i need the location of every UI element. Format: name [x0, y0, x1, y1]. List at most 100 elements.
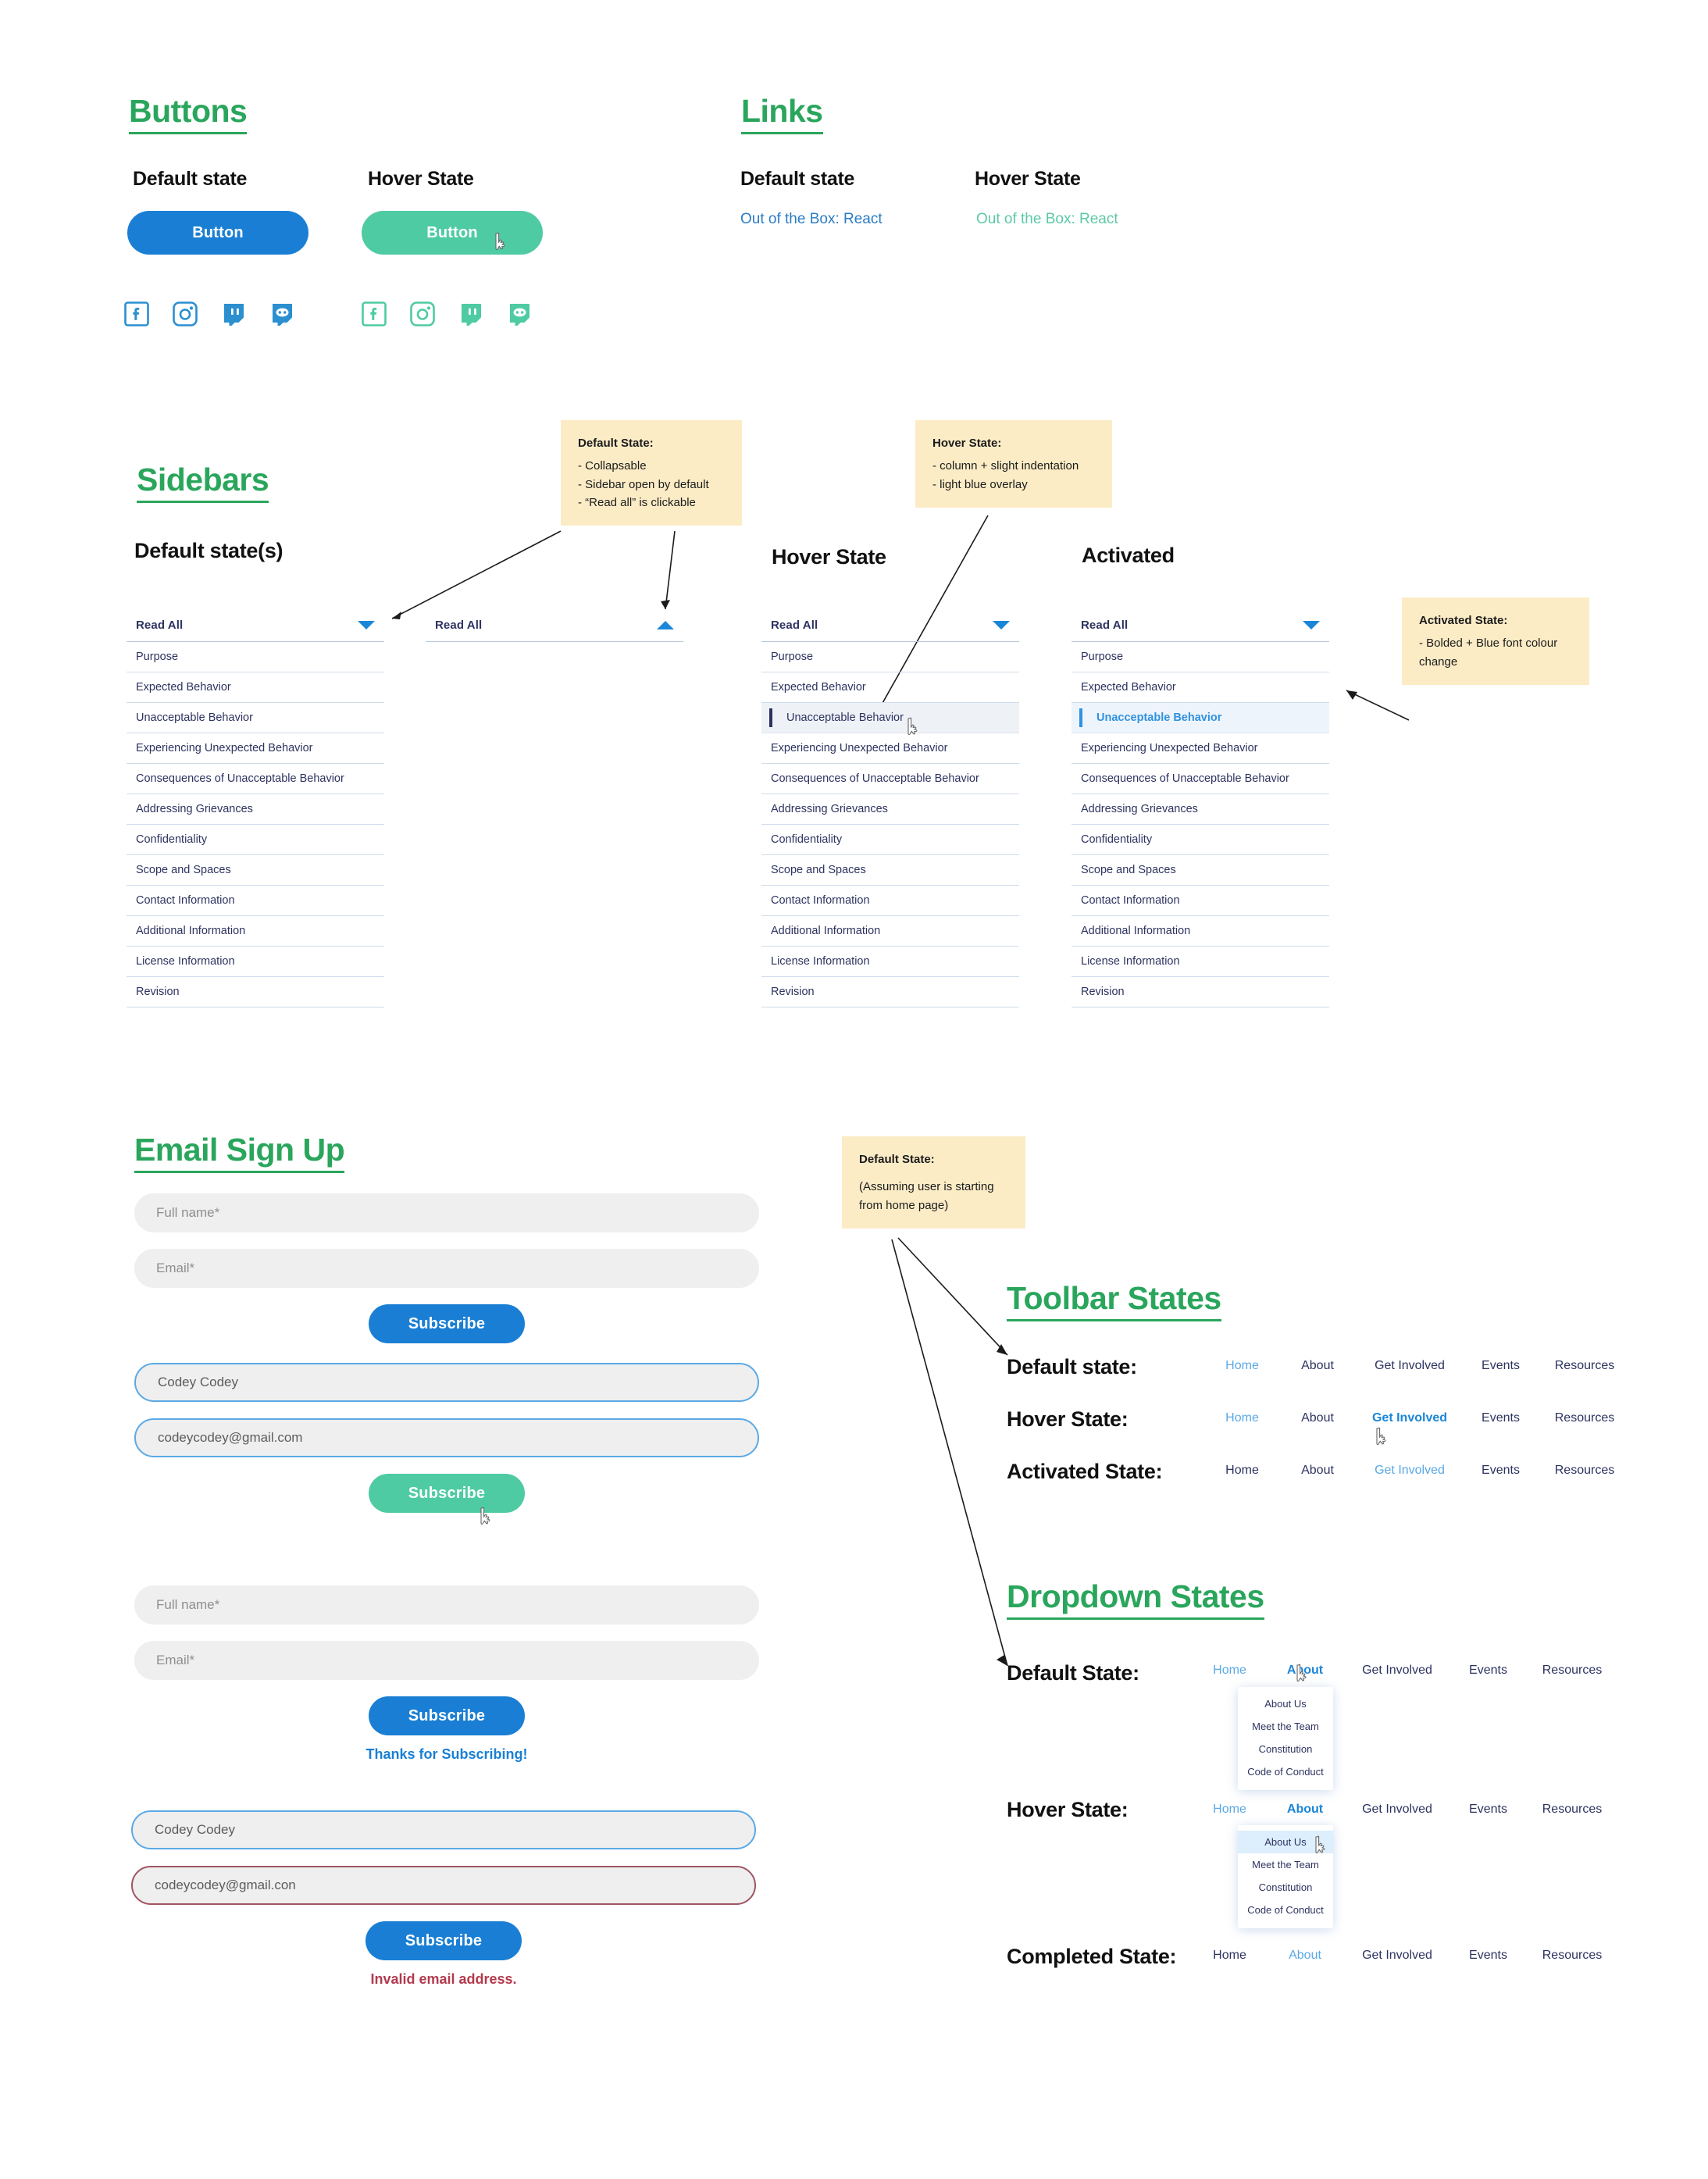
- nav-item-resources[interactable]: Resources: [1542, 1803, 1603, 1816]
- nav-item-about[interactable]: About: [1301, 1411, 1334, 1425]
- sidebar-item-license-information[interactable]: License Information: [1072, 947, 1329, 977]
- sidebar-default-collapsed[interactable]: Read All: [426, 611, 683, 642]
- sidebar-item-license-information[interactable]: License Information: [127, 947, 384, 977]
- chevron-down-icon[interactable]: [1303, 621, 1320, 629]
- nav-item-resources[interactable]: Resources: [1554, 1464, 1615, 1477]
- nav-item-resources[interactable]: Resources: [1542, 1949, 1603, 1962]
- twitch-icon[interactable]: [458, 301, 484, 327]
- email-form-success[interactable]: Full name* Email* Subscribe Thanks for S…: [134, 1585, 759, 1763]
- nav-item-get-involved[interactable]: Get Involved: [1362, 1664, 1432, 1677]
- nav-item-about[interactable]: About: [1286, 1664, 1324, 1677]
- sidebar-item-addressing-grievances[interactable]: Addressing Grievances: [127, 794, 384, 825]
- sidebar-item-scope-and-spaces[interactable]: Scope and Spaces: [1072, 855, 1329, 886]
- full-name-input[interactable]: Codey Codey: [131, 1810, 756, 1849]
- nav-item-resources[interactable]: Resources: [1554, 1359, 1615, 1372]
- discord-icon[interactable]: [269, 301, 295, 327]
- social-icons-hover[interactable]: [361, 301, 533, 327]
- sidebar-item-confidentiality[interactable]: Confidentiality: [1072, 825, 1329, 855]
- sidebar-item-additional-information[interactable]: Additional Information: [761, 916, 1019, 947]
- sidebar-read-all-header[interactable]: Read All: [426, 611, 683, 642]
- nav-item-about[interactable]: About: [1301, 1359, 1334, 1372]
- sidebar-item-revision[interactable]: Revision: [761, 977, 1019, 1007]
- nav-item-get-involved[interactable]: Get Involved: [1362, 1949, 1432, 1962]
- nav-item-get-involved[interactable]: Get Involved: [1375, 1359, 1445, 1372]
- nav-item-home[interactable]: Home: [1225, 1411, 1259, 1425]
- sidebar-read-all-header[interactable]: Read All: [761, 611, 1019, 642]
- sidebar-item-contact-information[interactable]: Contact Information: [127, 886, 384, 916]
- nav-item-home[interactable]: Home: [1225, 1359, 1259, 1372]
- nav-item-about[interactable]: About: [1301, 1464, 1334, 1477]
- email-input[interactable]: Email*: [134, 1249, 759, 1288]
- sidebar-item-confidentiality[interactable]: Confidentiality: [127, 825, 384, 855]
- nav-item-home[interactable]: Home: [1213, 1949, 1246, 1962]
- facebook-icon[interactable]: [123, 301, 150, 327]
- facebook-icon[interactable]: [361, 301, 387, 327]
- sidebar-item-unacceptable-behavior[interactable]: Unacceptable Behavior: [1072, 703, 1329, 733]
- sidebar-item-expected-behavior[interactable]: Expected Behavior: [761, 672, 1019, 703]
- chevron-down-icon[interactable]: [358, 621, 375, 629]
- sidebar-item-license-information[interactable]: License Information: [761, 947, 1019, 977]
- full-name-input[interactable]: Full name*: [134, 1585, 759, 1624]
- full-name-input[interactable]: Codey Codey: [134, 1363, 759, 1402]
- instagram-icon[interactable]: [172, 301, 198, 327]
- subscribe-button[interactable]: Subscribe: [365, 1921, 522, 1960]
- email-input[interactable]: Email*: [134, 1641, 759, 1680]
- dropdown-item-about-us[interactable]: About Us: [1238, 1831, 1333, 1853]
- subscribe-button[interactable]: Subscribe: [369, 1696, 525, 1735]
- twitch-icon[interactable]: [220, 301, 247, 327]
- nav-item-resources[interactable]: Resources: [1542, 1664, 1603, 1677]
- chevron-down-icon[interactable]: [993, 621, 1010, 629]
- email-form-default[interactable]: Full name* Email* Subscribe: [134, 1193, 759, 1343]
- instagram-icon[interactable]: [409, 301, 436, 327]
- nav-item-get-involved[interactable]: Get Involved: [1362, 1803, 1432, 1816]
- nav-item-resources[interactable]: Resources: [1554, 1411, 1615, 1425]
- social-icons-default[interactable]: [123, 301, 295, 327]
- sidebar-item-revision[interactable]: Revision: [127, 977, 384, 1007]
- discord-icon[interactable]: [506, 301, 533, 327]
- dropdown-nav-default[interactable]: Home About Get Involved Events Resources: [1200, 1664, 1627, 1678]
- sidebar-item-revision[interactable]: Revision: [1072, 977, 1329, 1007]
- sidebar-item-additional-information[interactable]: Additional Information: [1072, 916, 1329, 947]
- subscribe-button[interactable]: Subscribe: [369, 1304, 525, 1343]
- sidebar-item-additional-information[interactable]: Additional Information: [127, 916, 384, 947]
- full-name-input[interactable]: Full name*: [134, 1193, 759, 1232]
- email-input[interactable]: codeycodey@gmail.com: [134, 1418, 759, 1457]
- nav-item-events[interactable]: Events: [1482, 1359, 1520, 1372]
- sidebar-item-confidentiality[interactable]: Confidentiality: [761, 825, 1019, 855]
- nav-item-events[interactable]: Events: [1482, 1411, 1520, 1425]
- toolbar-nav-hover[interactable]: Home About Get Involved Events Resources: [1213, 1411, 1639, 1425]
- sidebar-item-purpose[interactable]: Purpose: [127, 642, 384, 672]
- sidebar-item-contact-information[interactable]: Contact Information: [761, 886, 1019, 916]
- sidebar-item-consequences-of-unacceptable-behavior[interactable]: Consequences of Unacceptable Behavior: [1072, 764, 1329, 794]
- sidebar-read-all-header[interactable]: Read All: [1072, 611, 1329, 642]
- sidebar-item-scope-and-spaces[interactable]: Scope and Spaces: [127, 855, 384, 886]
- nav-item-events[interactable]: Events: [1469, 1664, 1507, 1677]
- nav-item-get-involved[interactable]: Get Involved: [1371, 1411, 1448, 1425]
- email-form-filled[interactable]: Codey Codey codeycodey@gmail.com Subscri…: [134, 1363, 759, 1513]
- nav-item-events[interactable]: Events: [1469, 1803, 1507, 1816]
- sidebar-item-experiencing-unexpected-behavior[interactable]: Experiencing Unexpected Behavior: [127, 733, 384, 764]
- nav-item-home[interactable]: Home: [1225, 1464, 1259, 1477]
- nav-item-home[interactable]: Home: [1213, 1803, 1246, 1816]
- email-form-error[interactable]: Codey Codey codeycodey@gmail.con Subscri…: [131, 1810, 756, 1988]
- dropdown-item-meet-the-team[interactable]: Meet the Team: [1252, 1859, 1319, 1871]
- sidebar-item-experiencing-unexpected-behavior[interactable]: Experiencing Unexpected Behavior: [761, 733, 1019, 764]
- hover-link[interactable]: Out of the Box: React: [976, 211, 1118, 227]
- subscribe-button-hover[interactable]: Subscribe: [369, 1474, 525, 1513]
- sidebar-item-contact-information[interactable]: Contact Information: [1072, 886, 1329, 916]
- dropdown-item-meet-the-team[interactable]: Meet the Team: [1252, 1721, 1319, 1732]
- sidebar-item-purpose[interactable]: Purpose: [1072, 642, 1329, 672]
- sidebar-item-expected-behavior[interactable]: Expected Behavior: [1072, 672, 1329, 703]
- dropdown-item-code-of-conduct[interactable]: Code of Conduct: [1247, 1904, 1324, 1916]
- sidebar-item-expected-behavior[interactable]: Expected Behavior: [127, 672, 384, 703]
- nav-item-get-involved[interactable]: Get Involved: [1375, 1464, 1445, 1477]
- nav-item-home[interactable]: Home: [1213, 1664, 1246, 1677]
- hover-button[interactable]: Button: [362, 211, 543, 255]
